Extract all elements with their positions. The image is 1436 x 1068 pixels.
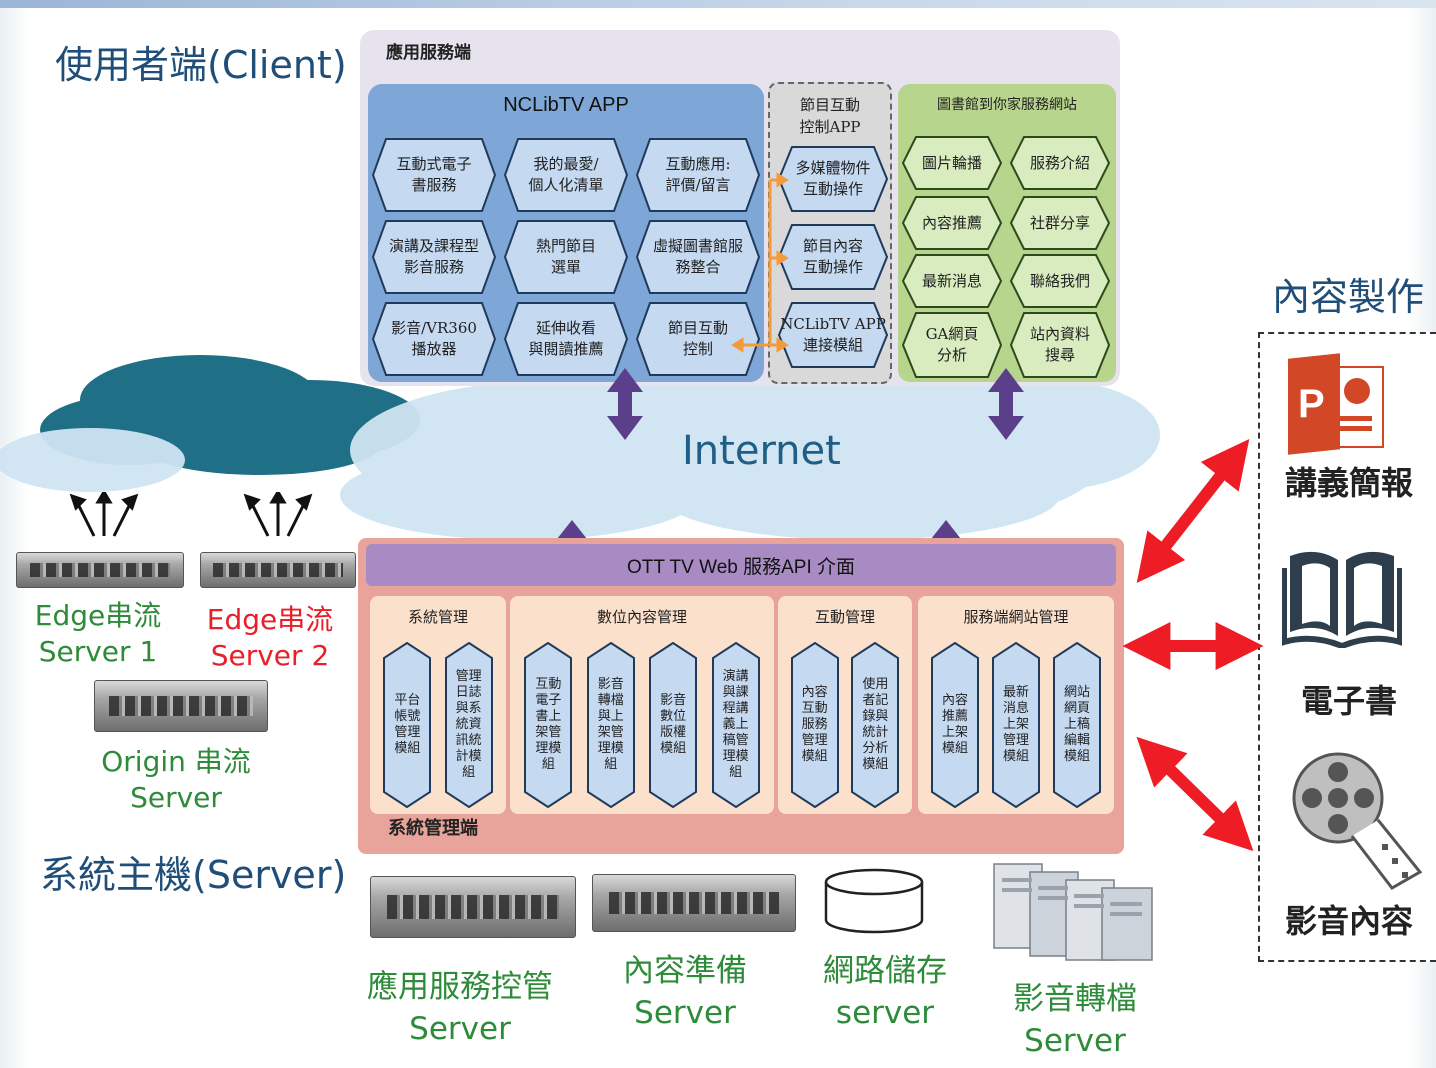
orange-connector-arrows [731,172,789,353]
interactive-app-hex: 節目內容互動操作 [778,224,888,290]
interactive-app-hex: 多媒體物件互動操作 [778,146,888,212]
network-storage-icon [824,868,924,934]
origin-server-icon [94,680,268,732]
library-site-hex: 社群分享 [1010,196,1110,250]
client-title: 使用者端(Client) [55,43,347,87]
mgmt-module-hex: 內容推薦上架模組 [931,642,979,808]
mgmt-module-hex: 影音數位版權模組 [649,642,698,808]
powerpoint-letter: P [1298,382,1325,426]
internet-label: Internet [682,428,841,474]
mgmt-group-title: 服務端網站管理 [963,608,1069,626]
mgmt-module-hex: 內容互動服務管理模組 [790,642,839,808]
mgmt-module-hex: 使用者記錄與統計分析模組 [851,642,900,808]
nclibtv-feature-hex: 延伸收看與閱讀推薦 [504,302,628,376]
edge1-signal-arrows [64,489,144,546]
mgmt-module-label: 影音轉檔與上架管理模組 [597,677,624,772]
nclibtv-feature-hex: 互動應用:評價/留言 [636,138,760,212]
mgmt-module-label: 平台帳號管理模組 [394,693,421,756]
mgmt-module-label: 內容推薦上架模組 [941,693,968,756]
nclibtv-feature-hex: 演講及課程型影音服務 [372,220,496,294]
mgmt-group-title: 數位內容管理 [596,608,687,626]
nclibtv-feature-hex: 虛擬圖書館服務整合 [636,220,760,294]
ebook-icon [1282,551,1402,648]
mgmt-module-hex: 影音轉檔與上架管理模組 [586,642,635,808]
library-site-hex: 服務介紹 [1010,136,1110,190]
red-arrows [1122,438,1264,852]
film-reel-icon [1292,752,1422,890]
mgmt-module-hex: 最新消息上架管理模組 [992,642,1040,808]
mgmt-module-label: 互動電子書上架管理模組 [535,677,562,772]
mgmt-module-hex: 網站網頁上稿編輯模組 [1053,642,1101,808]
server-title: 系統主機(Server) [40,853,347,897]
nclibtv-feature-hex: 熱門節目選單 [504,220,628,294]
mgmt-module-label: 影音數位版權模組 [660,693,687,756]
edge2-signal-arrows [238,489,318,546]
mgmt-module-hex: 管理日誌與系統資訊統計模組 [444,642,493,808]
nclibtv-feature-hex: 節目互動控制 [636,302,760,376]
mgmt-module-label: 管理日誌與系統資訊統計模組 [455,669,482,780]
content-prep-server-icon [592,874,796,932]
video-transcode-servers-icon [993,863,1153,961]
library-site-hex: 站內資料搜尋 [1010,312,1110,378]
content-item-label: 講義簡報 [1284,464,1413,502]
content-item-label: 電子書 [1300,682,1397,720]
app-service-title: 應用服務端 [386,43,471,63]
api-bar-label: OTT TV Web 服務API 介面 [626,557,856,578]
nclibtv-feature-hex: 互動式電子書服務 [372,138,496,212]
mgmt-module-hex: 平台帳號管理模組 [383,642,432,808]
content-production-title: 內容製作 [1272,275,1425,319]
library-site-hex: 圖片輪播 [902,136,1002,190]
edge-server-1-icon [16,552,184,588]
mgmt-footer-title: 系統管理端 [388,818,478,839]
api-bar: OTT TV Web 服務API 介面 [366,544,1116,586]
mgmt-module-label: 最新消息上架管理模組 [1002,685,1029,764]
mgmt-module-label: 使用者記錄與統計分析模組 [862,677,889,772]
nclibtv-app-title: NCLibTV APP [503,94,629,116]
internet-cloud [0,345,1160,540]
powerpoint-icon: P [1288,353,1384,455]
top-accent-bar [0,0,1436,8]
edge-server-2-icon [200,552,356,588]
nclibtv-feature-hex: 我的最愛/個人化清單 [504,138,628,212]
library-site-hex: 聯絡我們 [1010,254,1110,308]
mgmt-module-label: 演講與課程講義上稿管理模組 [722,669,749,780]
interactive-app-title-2: 控制APP [799,118,861,136]
library-site-hex: 最新消息 [902,254,1002,308]
content-item-label: 影音內容 [1284,902,1413,940]
mgmt-module-label: 網站網頁上稿編輯模組 [1063,685,1090,764]
library-site-title: 圖書館到你家服務網站 [937,97,1077,113]
mgmt-module-hex: 互動電子書上架管理模組 [524,642,573,808]
mgmt-group-title: 互動管理 [814,608,875,626]
library-site-hex: 內容推薦 [902,196,1002,250]
library-site-hex: GA網頁分析 [902,312,1002,378]
interactive-app-title-1: 節目互動 [799,96,860,114]
app-control-server-icon [370,876,576,938]
mgmt-group-title: 系統管理 [407,608,468,626]
mgmt-module-label: 內容互動服務管理模組 [801,685,828,764]
mgmt-module-hex: 演講與課程講義上稿管理模組 [711,642,760,808]
